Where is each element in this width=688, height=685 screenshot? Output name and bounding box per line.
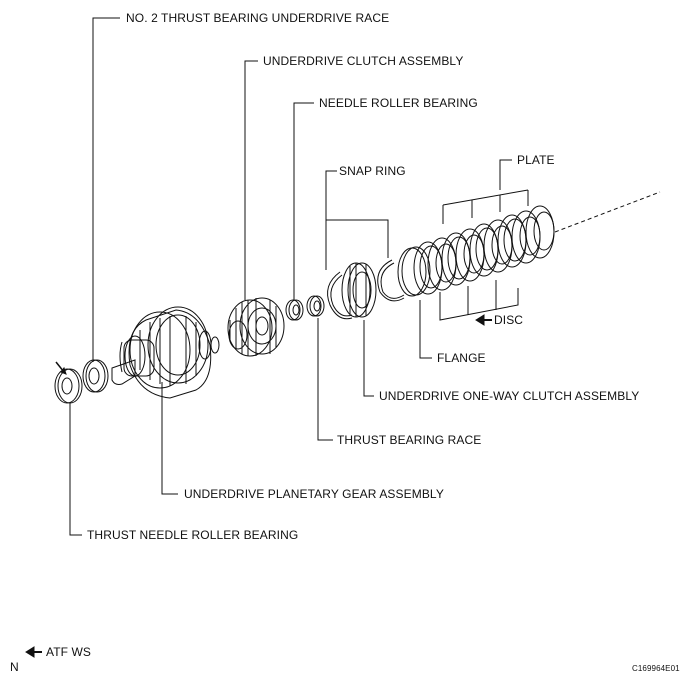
legend-atf-ws: ATF WS bbox=[46, 645, 92, 659]
disc-arrow-icon bbox=[475, 314, 485, 326]
leader-disc bbox=[439, 288, 519, 321]
label-ud-one-way-clutch: UNDERDRIVE ONE-WAY CLUTCH ASSEMBLY bbox=[379, 389, 640, 403]
leader-planetary bbox=[161, 382, 178, 495]
label-snap-ring: SNAP RING bbox=[339, 164, 406, 178]
legend-n-mark: N bbox=[10, 660, 19, 674]
label-disc: DISC bbox=[494, 313, 524, 327]
label-flange: FLANGE bbox=[437, 351, 486, 365]
center-axis-line bbox=[554, 191, 661, 233]
label-ud-clutch-assembly: UNDERDRIVE CLUTCH ASSEMBLY bbox=[263, 54, 464, 68]
leader-ud-clutch bbox=[244, 60, 258, 300]
label-no2-thrust-bearing-ud-race: NO. 2 THRUST BEARING UNDERDRIVE RACE bbox=[126, 11, 390, 25]
thrust-needle-roller-bearing-part bbox=[54, 368, 83, 404]
leader-snap-ring bbox=[325, 170, 337, 220]
leader-no2-race bbox=[92, 17, 120, 362]
leader-thrust-needle bbox=[69, 402, 82, 536]
label-thrust-bearing-race: THRUST BEARING RACE bbox=[337, 433, 482, 447]
ud-one-way-clutch-part bbox=[341, 262, 377, 318]
leader-thrust-race bbox=[317, 318, 333, 441]
needle-roller-bearing-part bbox=[285, 299, 304, 321]
planetary-gear-part bbox=[111, 306, 220, 399]
figure-code: C169964E01 bbox=[632, 664, 680, 673]
label-needle-roller-bearing: NEEDLE ROLLER BEARING bbox=[319, 96, 478, 110]
clutch-pack-part bbox=[397, 205, 555, 297]
no2-race-part bbox=[82, 359, 109, 393]
snap-ring-right-part bbox=[377, 259, 405, 302]
ud-clutch-part bbox=[227, 297, 285, 357]
leader-needle-roller bbox=[293, 102, 314, 300]
label-ud-planetary-gear: UNDERDRIVE PLANETARY GEAR ASSEMBLY bbox=[184, 487, 444, 501]
leader-flange bbox=[419, 300, 432, 359]
leader-plate bbox=[499, 159, 512, 190]
thrust-bearing-race-part bbox=[306, 295, 325, 317]
snap-ring-left-part bbox=[327, 271, 353, 320]
atf-ws-arrow-icon bbox=[25, 646, 35, 658]
label-thrust-needle-roller-bearing: THRUST NEEDLE ROLLER BEARING bbox=[87, 528, 299, 542]
label-plate: PLATE bbox=[517, 153, 555, 167]
leader-one-way bbox=[363, 320, 374, 397]
